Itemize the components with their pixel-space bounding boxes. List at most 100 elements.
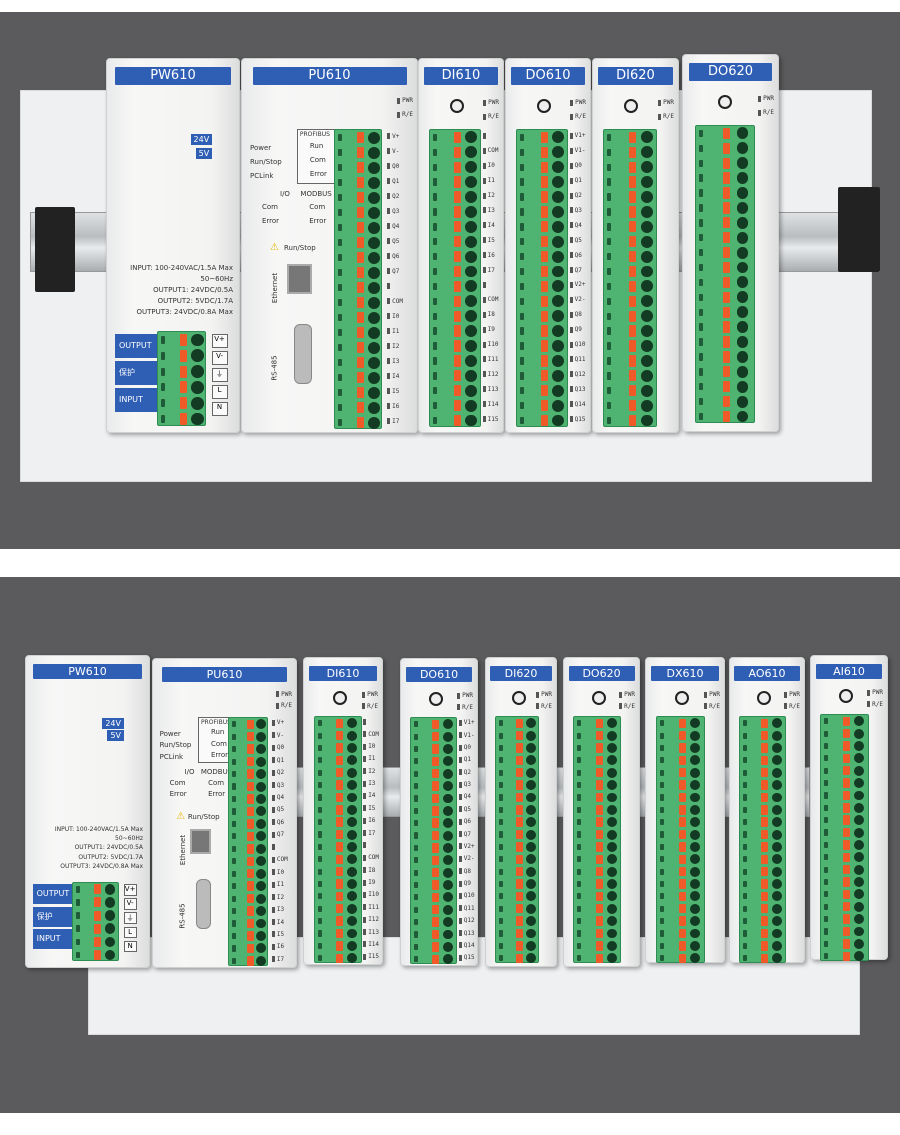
wire-slot [433,342,438,350]
release-lever [595,904,603,914]
wire-slot [607,133,612,142]
terminal-label-text: I13 [487,385,499,393]
terminal-label-text: Q4 [392,222,400,230]
wire-slot [414,919,419,926]
ethernet-port[interactable] [190,829,212,855]
terminal-row [411,891,456,903]
address-dial[interactable] [591,691,606,706]
terminal-row [315,779,361,791]
release-lever [336,842,344,852]
release-lever [843,741,851,751]
address-dial[interactable] [717,95,732,109]
status-led [362,691,366,698]
screw-hole [256,843,266,854]
wire-slot [659,831,664,838]
screw-hole [552,250,565,263]
screw-hole [552,414,565,427]
release-lever [843,902,851,912]
address-dial[interactable] [757,691,772,706]
terminal-row [696,305,754,320]
rs485-port[interactable] [294,324,312,384]
wire-slot [498,880,503,888]
terminal-row [657,779,705,791]
terminal-row [740,717,785,729]
terminal-row [821,740,867,752]
run-stop-switch[interactable]: Run/Stop [187,812,220,821]
terminal-row [430,249,480,264]
address-dial[interactable] [429,692,444,707]
screw-hole [736,187,749,199]
terminal-row [740,804,785,816]
release-lever [432,781,440,791]
status-led [482,416,486,423]
address-dial[interactable] [449,99,464,113]
wire-slot [317,918,322,925]
terminal-label: Q9 [458,880,471,887]
wire-slot [520,148,525,157]
terminal-label [482,281,488,288]
profibus-led: Com [210,739,227,748]
screw-hole [256,955,266,966]
terminal-label-text: V1+ [574,132,586,140]
terminal-label-text: Q1 [276,756,285,764]
terminal-label-text: V2- [574,296,586,304]
screw-hole [736,142,749,155]
terminal-row [517,383,567,398]
address-dial[interactable] [536,99,551,113]
status-led [482,207,486,214]
terminal-label-text: Q13 [463,929,475,937]
wire-slot [338,418,343,427]
terminal-label-text: Q2 [276,769,285,777]
release-lever [595,891,603,902]
terminal-row [229,867,266,879]
address-dial[interactable] [674,691,689,706]
terminal-row [335,145,381,160]
screw-hole [525,817,536,828]
release-lever [722,321,730,333]
screw-hole [690,743,701,753]
screw-hole [606,730,617,741]
status-led [619,691,623,698]
terminal-row [821,802,867,814]
wire-slot [659,868,664,875]
release-lever [356,401,364,414]
module-title: DO620 [688,63,773,81]
run-stop-switch[interactable]: Run/Stop [284,244,316,252]
terminal-label-text: Q4 [574,221,582,229]
release-lever [453,250,461,263]
screw-hole [367,206,380,219]
wire-slot [317,930,322,937]
terminal-label: Q7 [458,831,471,838]
wire-slot [659,930,664,937]
terminal-row [696,290,754,305]
address-dial[interactable] [624,99,639,113]
screw-hole [525,780,536,791]
address-dial[interactable] [332,691,347,706]
wire-slot [743,843,748,850]
release-lever [336,792,344,803]
terminal-row [517,264,567,279]
ethernet-port[interactable] [287,264,312,294]
terminal-marker: L [123,926,137,939]
screw-hole [347,730,358,741]
screw-hole [606,841,617,852]
rs485-port[interactable] [196,878,212,929]
release-lever [540,370,548,382]
status-led [570,99,574,106]
release-lever [515,718,523,728]
terminal-label-text: I1 [276,881,285,889]
screw-hole [690,792,701,803]
terminal-label-text: I4 [392,372,400,380]
terminal-row [517,249,567,264]
status-led [758,109,762,116]
screw-hole [525,755,536,766]
status-led [363,891,367,898]
terminal-row [411,842,456,854]
address-dial[interactable] [511,691,526,706]
address-dial[interactable] [839,689,854,704]
wire-slot [338,208,343,217]
release-lever [761,805,769,815]
terminal-label: I2 [482,192,495,199]
terminal-row [696,275,754,290]
screw-hole [347,841,358,852]
